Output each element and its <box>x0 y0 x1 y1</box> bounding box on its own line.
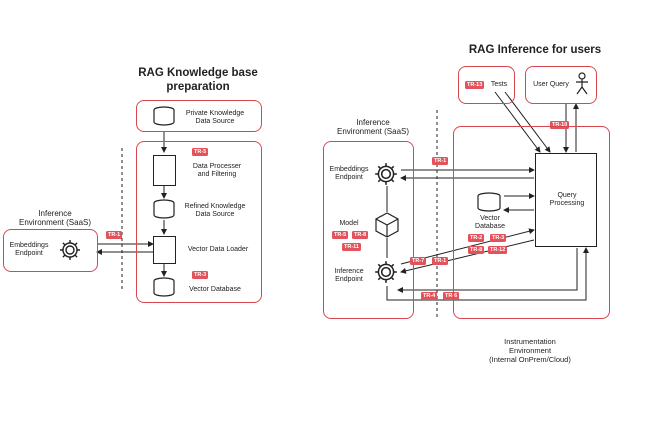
instrumentation-label: Instrumentation Environment (Internal On… <box>489 337 571 364</box>
right-tag-vdb-1: TR-2 <box>468 234 485 242</box>
gear-icon <box>60 240 80 260</box>
model-label: Model <box>339 220 359 227</box>
left-tag-tr-embed: TR-1 <box>106 231 123 239</box>
gear-icon <box>375 261 397 283</box>
private-source-label: Private Knowledge Data Source <box>185 110 245 125</box>
cube-icon <box>375 212 399 238</box>
left-embeddings-endpoint-label: Embeddings Endpoint <box>9 242 49 257</box>
right-tag-infer-2: TR-1 <box>432 257 449 265</box>
right-tag-model-1: TR-5 <box>332 231 349 239</box>
left-vector-db-icon <box>153 277 175 297</box>
left-pipeline-box <box>136 141 262 303</box>
left-title: RAG Knowledge base preparation <box>138 67 258 93</box>
query-processing-box <box>535 153 597 247</box>
left-vector-db-label: Vector Database <box>189 286 241 293</box>
right-tag-embed: TR-1 <box>432 157 449 165</box>
right-tag-tests: TR-13 <box>465 81 485 89</box>
right-tag-infer-1: TR-7 <box>410 257 427 265</box>
right-tag-model-2: TR-8 <box>352 231 369 239</box>
vector-loader-box <box>153 236 176 264</box>
left-tag-tr-vectordb: TR-3 <box>192 271 209 279</box>
right-tag-vdb-3: TR-8 <box>468 246 485 254</box>
private-source-db-icon <box>153 106 175 126</box>
right-inference-env-box <box>323 141 414 319</box>
left-inference-env-label: Inference Environment (SaaS) <box>18 209 92 227</box>
gear-icon <box>375 163 397 185</box>
data-processor-label: Data Processer and Filtering <box>192 163 242 178</box>
refined-source-db-icon <box>153 199 175 219</box>
user-query-box <box>525 66 597 104</box>
user-query-label: User Query <box>533 81 569 88</box>
user-icon <box>576 72 588 95</box>
right-tag-user-query: TR-10 <box>550 121 570 129</box>
private-source-box <box>136 100 262 132</box>
query-processing-label: Query Processing <box>549 192 585 207</box>
left-tag-tr-processor: TR-5 <box>192 148 209 156</box>
right-tag-bottom-1: TR-4 <box>421 292 438 300</box>
right-title: RAG Inference for users <box>468 44 602 56</box>
left-inference-env-box <box>3 229 98 272</box>
right-tag-vdb-2: TR-3 <box>490 234 507 242</box>
right-inference-env-label: Inference Environment (SaaS) <box>336 118 410 136</box>
right-tag-bottom-2: TR-6 <box>443 292 460 300</box>
tests-label: Tests <box>490 81 508 88</box>
data-processor-box <box>153 155 176 186</box>
instrumentation-env-box <box>453 126 610 319</box>
vector-loader-label: Vector Data Loader <box>187 246 249 253</box>
right-embeddings-endpoint-label: Embeddings Endpoint <box>329 166 369 181</box>
right-vector-db-icon <box>477 192 501 212</box>
tests-box <box>458 66 515 104</box>
right-tag-vdb-4: TR-12 <box>488 246 508 254</box>
refined-source-label: Refined Knowledge Data Source <box>184 203 246 218</box>
right-vector-db-label: Vector Database <box>475 215 505 230</box>
right-tag-model-3: TR-11 <box>342 243 361 251</box>
inference-endpoint-label: Inference Endpoint <box>334 268 364 283</box>
